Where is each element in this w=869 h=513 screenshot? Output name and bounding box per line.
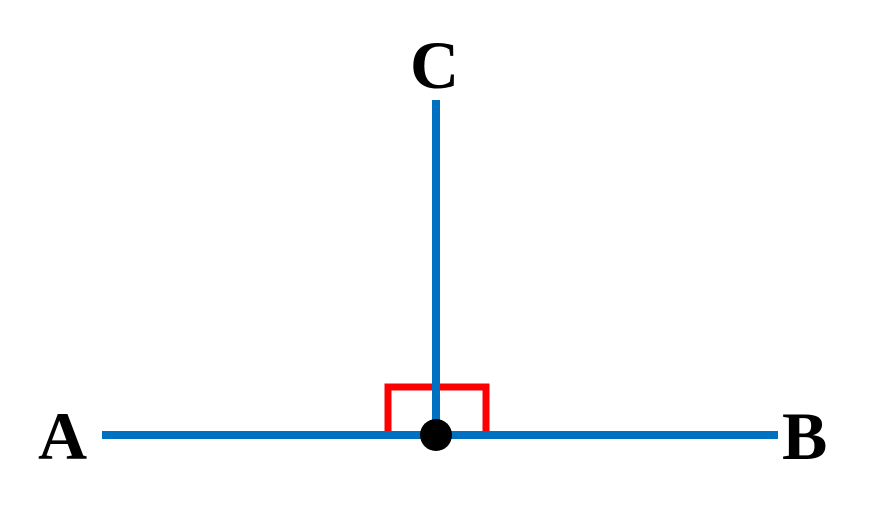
intersection-dot [420, 419, 452, 451]
label-c: C [410, 27, 459, 103]
label-a: A [38, 398, 87, 474]
label-b: B [782, 398, 827, 474]
